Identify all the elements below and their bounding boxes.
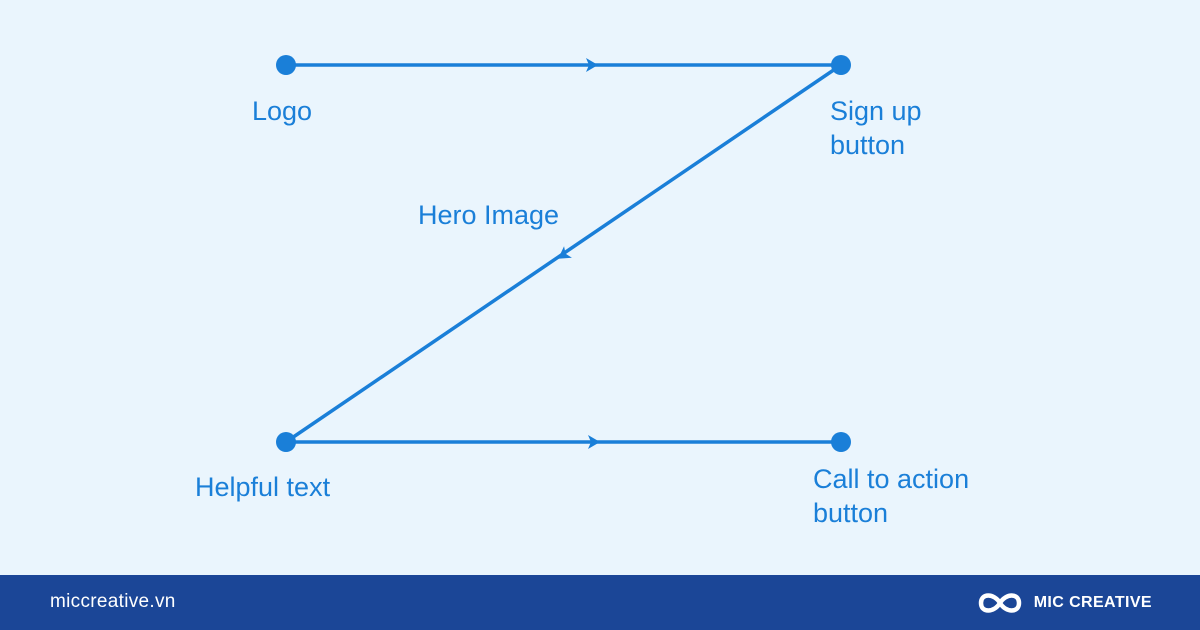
- footer-bar: miccreative.vn MIC CREATIVE: [0, 575, 1200, 630]
- brand: MIC CREATIVE: [976, 589, 1152, 617]
- label-cta: Call to action button: [813, 462, 969, 530]
- label-signup-line2: button: [830, 130, 906, 160]
- z-pattern-diagram: [276, 55, 851, 452]
- node-dot-signup: [831, 55, 851, 75]
- brand-name: MIC CREATIVE: [1033, 594, 1152, 611]
- label-signup-line1: Sign up: [830, 96, 922, 126]
- infinity-logo-icon: [978, 593, 1021, 613]
- label-helpful-text: Helpful text: [195, 472, 331, 502]
- node-dot-helpful: [276, 432, 296, 452]
- arrow-right-icon: [588, 435, 600, 449]
- arrow-down-left-icon: [558, 246, 572, 259]
- site-url[interactable]: miccreative.vn: [50, 591, 176, 612]
- label-hero-image: Hero Image: [418, 200, 560, 230]
- arrow-right-icon: [586, 58, 598, 72]
- label-cta-line1: Call to action: [813, 464, 970, 494]
- label-logo: Logo: [252, 96, 313, 126]
- node-dot-logo: [276, 55, 296, 75]
- label-signup: Sign up button: [830, 94, 922, 162]
- label-cta-line2: button: [813, 498, 889, 528]
- node-dot-cta: [831, 432, 851, 452]
